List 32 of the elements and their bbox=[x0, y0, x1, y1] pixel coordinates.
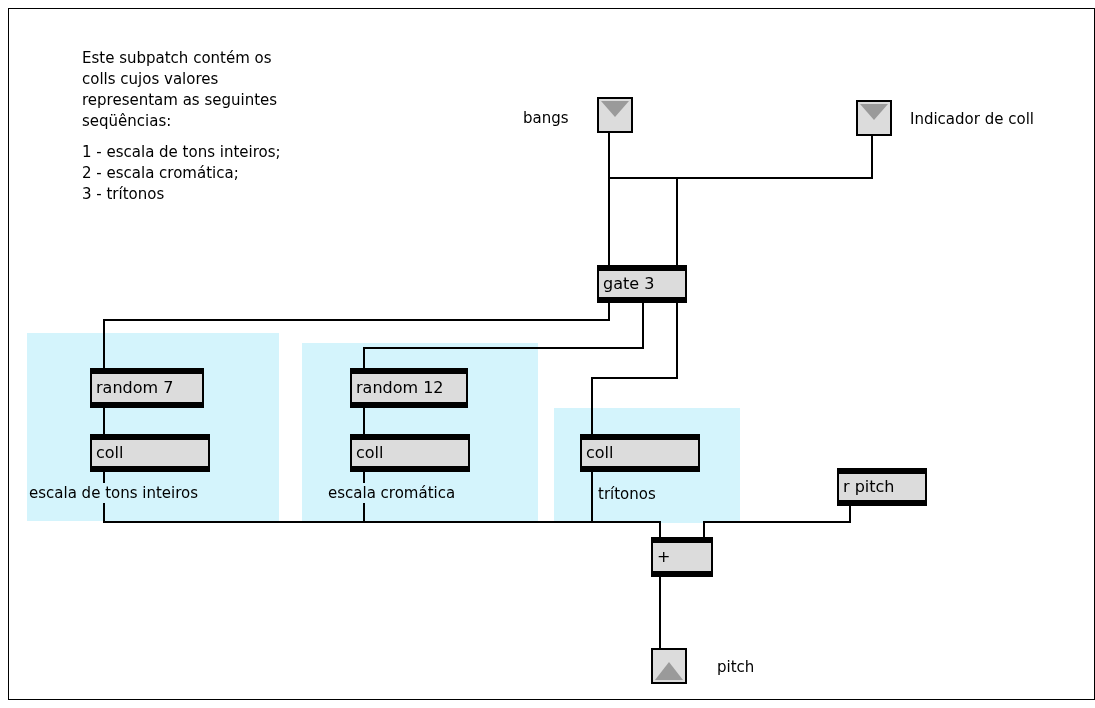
port-label: pitch bbox=[717, 657, 755, 678]
comment-text: 3 - trítonos bbox=[82, 184, 166, 205]
patch-cord bbox=[608, 135, 873, 266]
group-label: escala cromática bbox=[328, 483, 456, 503]
object-box: gate 3 bbox=[597, 265, 687, 303]
object-box: coll bbox=[580, 434, 700, 472]
object-box: + bbox=[651, 537, 713, 577]
patch-cord bbox=[608, 132, 678, 266]
port-label: Indicador de coll bbox=[910, 109, 1034, 130]
comment-text: 1 - escala de tons inteiros; bbox=[82, 142, 282, 163]
patch-cord bbox=[363, 302, 644, 369]
patch-cord bbox=[703, 505, 851, 538]
comment-text: Este subpatch contém os colls cujos valores representam as seguintes seqüências: bbox=[82, 48, 279, 132]
group-panel bbox=[554, 408, 740, 523]
group-panel bbox=[27, 333, 279, 521]
patch-cord bbox=[659, 576, 661, 649]
object-box: random 12 bbox=[350, 368, 468, 408]
inlet-icon bbox=[597, 97, 633, 133]
patch-cord bbox=[363, 407, 365, 435]
object-box: coll bbox=[350, 434, 470, 472]
patch-cord bbox=[591, 302, 678, 435]
object-box: r pitch bbox=[837, 468, 927, 506]
patch-cord bbox=[103, 302, 610, 369]
group-label: escala de tons inteiros bbox=[29, 483, 199, 503]
comment-text: 2 - escala cromática; bbox=[82, 163, 240, 184]
inlet-icon bbox=[856, 100, 892, 136]
outlet-icon bbox=[651, 648, 687, 684]
group-panel bbox=[302, 343, 538, 521]
port-label: bangs bbox=[523, 108, 569, 129]
object-box: coll bbox=[90, 434, 210, 472]
patch-cord bbox=[103, 407, 105, 435]
object-box: random 7 bbox=[90, 368, 204, 408]
